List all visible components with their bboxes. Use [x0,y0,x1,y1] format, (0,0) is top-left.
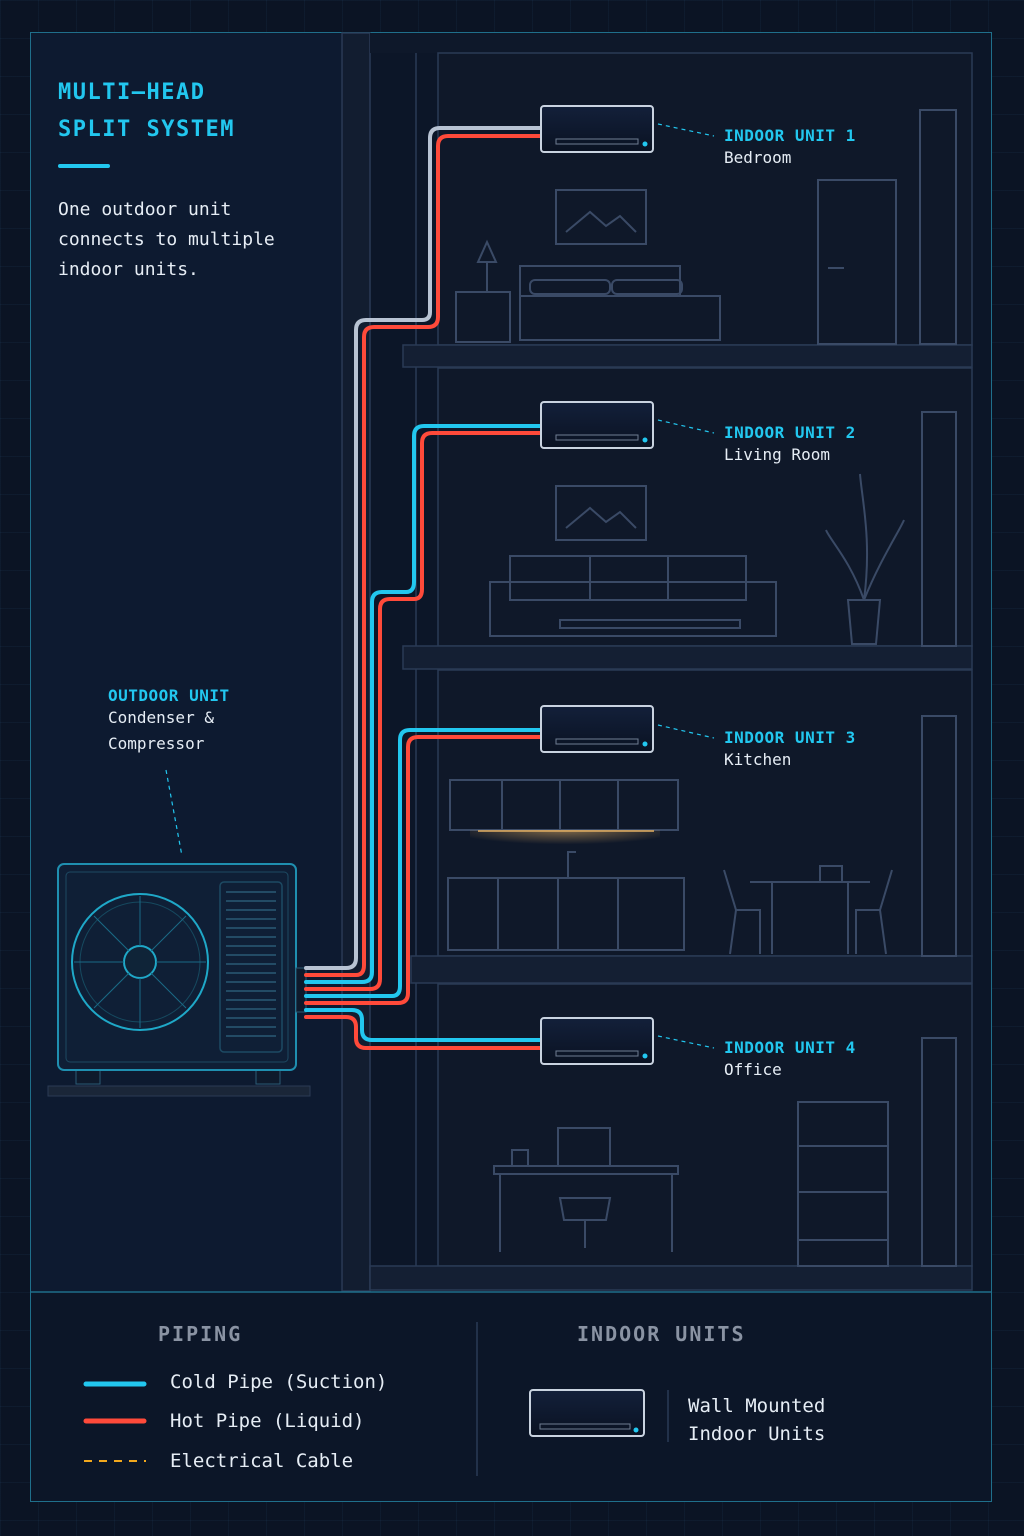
pipe-unit-4-cold [304,1008,542,1042]
indoor-unit-1-title: INDOOR UNIT 1 [724,126,856,145]
living-room-furniture-icon [489,473,905,645]
outdoor-unit-title: OUTDOOR UNIT [108,686,230,705]
outdoor-unit-label: OUTDOOR UNIT Condenser & Compressor [108,686,230,757]
pipe-unit-1-cold [304,126,542,970]
pipe-unit-3-hot [304,735,542,1005]
legend-units-label: Wall Mounted Indoor Units [688,1395,826,1445]
pipe-unit-2-cold [304,424,542,984]
pipe-unit-1-hot [304,134,542,977]
legend-piping-heading: PIPING [158,1322,243,1346]
page-title: MULTI–HEAD SPLIT SYSTEM [58,74,235,148]
legend-units-heading: INDOOR UNITS [577,1322,746,1346]
title-line-2: SPLIT SYSTEM [58,117,235,142]
under-cabinet-light [470,830,660,854]
pipe-unit-2-hot [304,431,542,991]
legend-indoor-unit-icon [529,1389,645,1437]
door-icons [817,109,957,1267]
indoor-ac-unit-2-icon [540,401,654,449]
indoor-unit-4-room: Office [724,1060,782,1079]
office-furniture-icon [493,1101,889,1267]
title-underline [58,164,110,168]
legend-electrical-label: Electrical Cable [170,1450,354,1472]
indoor-unit-3-label: INDOOR UNIT 3 Kitchen [724,728,856,773]
title-line-1: MULTI–HEAD [58,80,206,105]
indoor-ac-unit-4-icon [540,1017,654,1065]
indoor-unit-2-label: INDOOR UNIT 2 Living Room [724,423,856,468]
indoor-unit-2-room: Living Room [724,445,830,464]
indoor-unit-4-label: INDOOR UNIT 4 Office [724,1038,856,1083]
building-outline [341,32,973,1292]
indoor-ac-units [540,105,654,1065]
indoor-ac-unit-3-icon [540,705,654,753]
piping [304,126,542,1050]
indoor-unit-2-title: INDOOR UNIT 2 [724,423,856,442]
indoor-unit-4-title: INDOOR UNIT 4 [724,1038,856,1057]
outdoor-unit-icon [47,863,311,1097]
pipe-unit-4-hot [304,1015,542,1050]
indoor-unit-3-title: INDOOR UNIT 3 [724,728,856,747]
bedroom-furniture-icon [455,189,721,343]
system-description: One outdoor unit connects to multiple in… [58,199,275,280]
legend-cold-label: Cold Pipe (Suction) [170,1371,388,1393]
indoor-unit-1-label: INDOOR UNIT 1 Bedroom [724,126,856,171]
indoor-unit-1-room: Bedroom [724,148,792,167]
leader-lines [165,123,715,1049]
indoor-ac-unit-1-icon [540,105,654,153]
pipe-unit-3-cold [304,728,542,998]
indoor-unit-3-room: Kitchen [724,750,792,769]
outdoor-unit-subtitle: Condenser & Compressor [108,708,214,753]
legend-hot-label: Hot Pipe (Liquid) [170,1410,365,1432]
